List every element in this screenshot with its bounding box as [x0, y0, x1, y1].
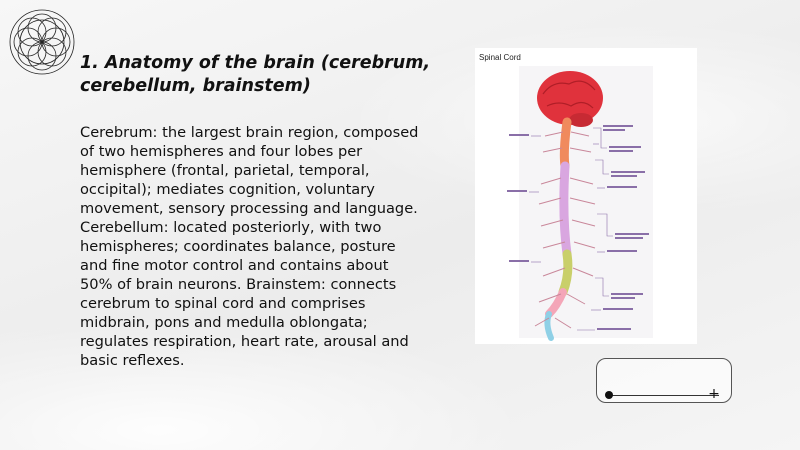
slide-body-text: Cerebrum: the largest brain region, comp… — [80, 124, 419, 369]
brain-shape — [537, 71, 603, 125]
spinal-nerve-roots — [534, 131, 596, 329]
slide-title: 1. Anatomy of the brain (cerebrum, cereb… — [80, 53, 431, 96]
figure-label-bars — [507, 125, 649, 330]
coccygeal-segment — [544, 311, 554, 341]
figure-caption: Spinal Cord — [479, 53, 521, 62]
thoracic-segment — [559, 161, 572, 259]
lumbar-segment — [558, 249, 573, 297]
media-position-control[interactable]: + — [596, 358, 732, 403]
plus-icon[interactable]: + — [708, 386, 720, 402]
media-position-dot-icon[interactable] — [605, 391, 613, 399]
media-track[interactable] — [609, 395, 719, 396]
spinal-cord-illustration — [507, 66, 653, 341]
brain-gyri — [542, 80, 596, 109]
cervical-segment — [559, 117, 572, 171]
label-leader-lines — [529, 127, 613, 331]
circular-geometric-logo-icon — [9, 9, 75, 75]
cerebellum-shape — [569, 113, 593, 127]
spinal-cord-figure[interactable]: Spinal Cord — [475, 48, 697, 344]
